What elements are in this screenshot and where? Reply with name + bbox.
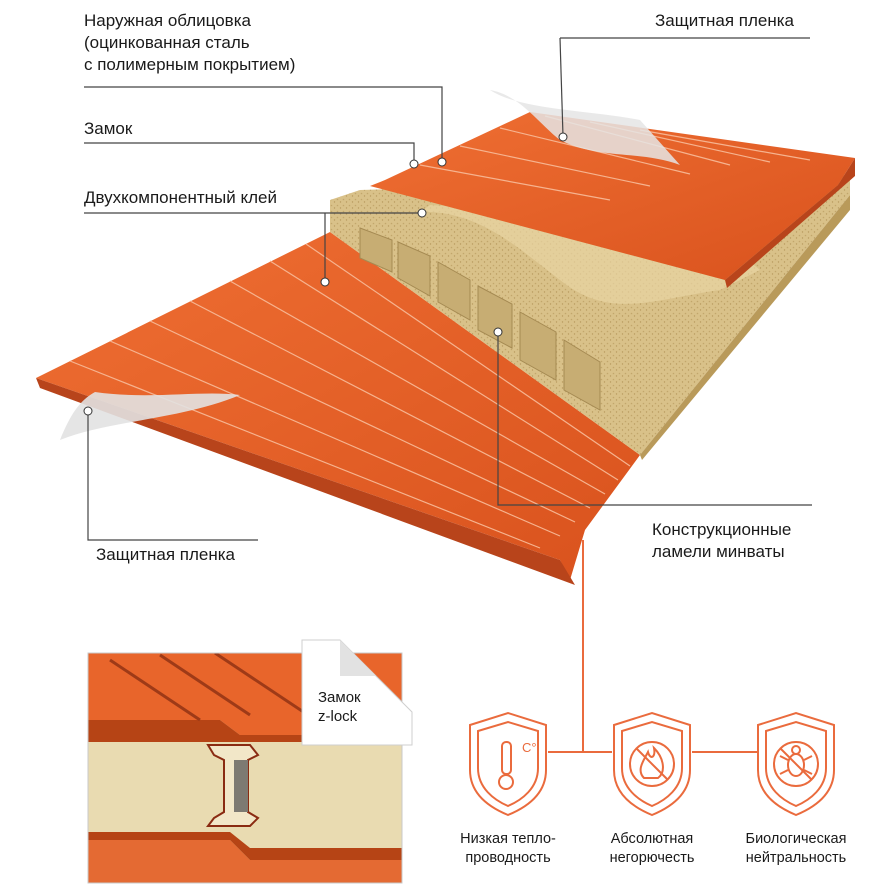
protective-film-top xyxy=(490,90,680,165)
feature-label-fireproof: Абсолютная негорючесть xyxy=(609,831,695,866)
leader-lines xyxy=(84,37,812,541)
lock-label: Замок xyxy=(84,119,133,138)
fire-crossed-icon xyxy=(613,711,691,817)
feature-connector xyxy=(548,540,758,753)
feature-label-biological: Биологическая нейтральность xyxy=(745,831,847,866)
bug-crossed-icon xyxy=(757,711,835,817)
leader-dots xyxy=(83,132,568,416)
protective-film-bottom xyxy=(60,392,240,440)
z-lock-callout xyxy=(301,639,413,746)
mineral-wool-label: Конструкционные ламели минваты xyxy=(652,520,792,561)
thermometer-icon: C° xyxy=(469,711,547,817)
bottom-steel-sheet xyxy=(36,232,640,585)
adhesive-label: Двухкомпонентный клей xyxy=(84,188,277,207)
protective-film-bottom-label: Защитная пленка xyxy=(96,545,235,564)
svg-text:C°: C° xyxy=(522,740,537,755)
outer-cladding-label: Наружная облицовка (оцинкованная сталь с… xyxy=(84,11,296,74)
protective-film-top-label: Защитная пленка xyxy=(655,11,794,30)
feature-label-thermal: Низкая тепло- проводность xyxy=(460,831,556,866)
z-lock-label: Замок z-lock xyxy=(318,689,361,725)
